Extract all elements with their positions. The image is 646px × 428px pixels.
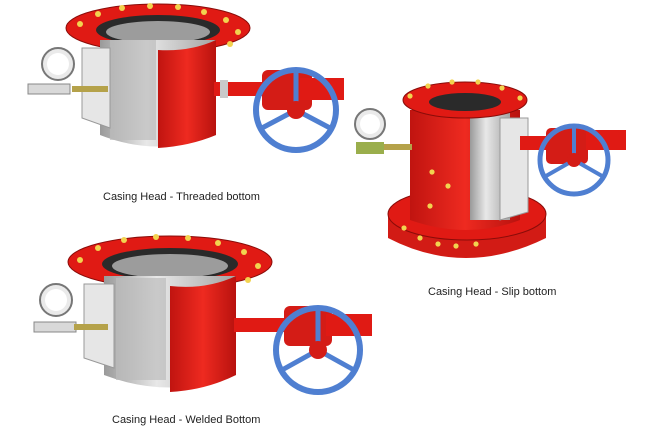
threaded-bottom-casing-head <box>27 3 344 153</box>
caption-welded-bottom: Casing Head - Welded Bottom <box>112 414 261 426</box>
caption-slip-bottom: Casing Head - Slip bottom <box>428 286 557 298</box>
welded-bottom-casing-head <box>33 234 372 395</box>
caption-threaded-bottom: Casing Head - Threaded bottom <box>103 191 260 203</box>
slip-bottom-casing-head <box>354 79 626 258</box>
